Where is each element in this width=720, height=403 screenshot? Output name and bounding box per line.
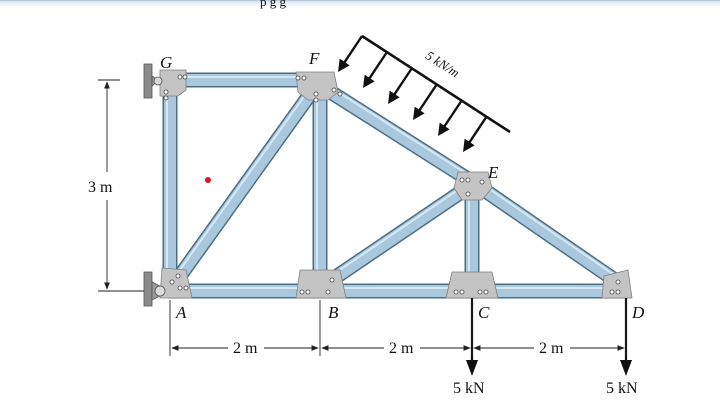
distributed-load-arrow-head [388,90,400,104]
height-dimension: 3 m [88,79,144,292]
distributed-load: 5 kN/m [338,34,511,152]
member-FB [312,84,328,291]
span-CD-label: 2 m [539,340,564,357]
member-ED [469,176,627,292]
distributed-load-arrows [338,35,488,152]
gusset-F [295,71,339,101]
distributed-load-arrow-shaft [366,51,388,82]
joint-label-A: A [175,303,187,322]
distributed-load-arrow-head [363,74,375,88]
distributed-load-arrow-shaft [441,99,463,130]
header-fragment-text: p g g [260,0,287,9]
gusset-C [445,271,499,299]
joint-label-B: B [328,303,339,322]
distributed-load-arrow-head [338,58,350,72]
distributed-load-arrow-head [413,106,425,120]
joint-label-D: D [631,303,645,322]
joint-label-G: G [160,53,172,72]
distributed-load-arrow-shaft [416,83,438,114]
distributed-load-arrow-head [438,122,450,136]
member-BE [319,179,475,292]
distributed-load-arrow-shaft [391,67,413,98]
point-load-C-label: 5 kN [453,380,485,397]
bolts [163,74,621,295]
top-divider-band [0,0,720,7]
span-AB-label: 2 m [233,340,258,357]
distributed-load-arrow-shaft [466,115,488,146]
member-bottom-chord [168,283,628,299]
red-marker-dot [205,177,211,183]
distributed-load-label: 5 kN/m [423,48,462,81]
truss-members [162,72,628,299]
span-BC-label: 2 m [389,340,414,357]
member-GF [166,72,316,88]
span-dimensions: 2 m 2 m 2 m [169,300,627,357]
member-AF [165,81,323,292]
support-G [143,63,163,99]
distributed-load-arrow-shaft [341,35,363,66]
height-dimension-label: 3 m [88,179,113,196]
support-A [143,271,166,307]
member-FE [313,77,479,190]
joint-label-C: C [478,303,490,322]
joint-label-F: F [308,49,320,68]
gusset-plates [159,69,633,299]
distributed-load-arrow-head [463,138,475,152]
joint-labels: G F E A B C D [160,49,645,322]
member-GA [162,80,178,291]
point-load-D-label: 5 kN [606,380,638,397]
joint-label-E: E [487,163,499,182]
